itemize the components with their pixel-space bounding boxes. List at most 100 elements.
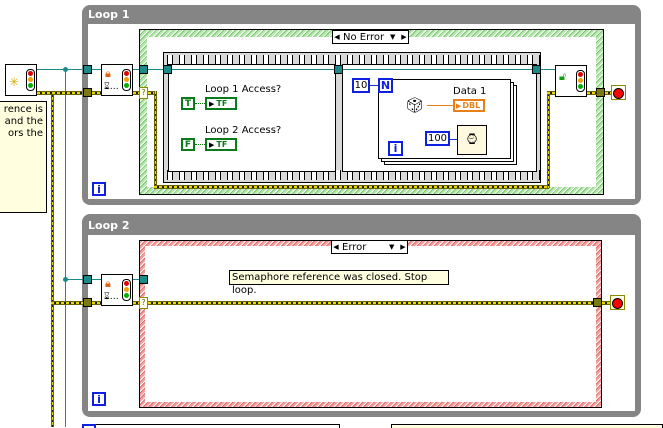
new-reference-icon: ✳ — [9, 75, 20, 89]
loop-1-title: Loop 1 — [88, 8, 130, 21]
error-tunnel-case1-out — [596, 88, 605, 97]
error-wire-from-create — [37, 91, 85, 95]
release-semaphore-subvi[interactable]: 🔓︎ — [555, 65, 587, 97]
error-wire-case1-e — [547, 91, 557, 95]
case-selector-loop1[interactable]: ◀ No Error ▼ ▶ — [332, 30, 409, 44]
bool-wire-1 — [195, 103, 205, 104]
error-wire-vertical — [51, 92, 54, 427]
indicator-type: DBL — [462, 101, 481, 110]
stop-terminal-loop2[interactable] — [610, 295, 625, 310]
refnum-tunnel-seq-out — [532, 65, 541, 74]
refnum-tunnel-loop2-in — [83, 275, 92, 284]
loop2-access-label: Loop 2 Access? — [205, 125, 282, 136]
error-wire-through-case2 — [148, 301, 594, 305]
refnum-wire-acquire-out — [133, 69, 143, 70]
error-wire-acquire2-out — [133, 301, 143, 305]
traffic-light-icon — [122, 279, 131, 301]
increment-case-arrow[interactable]: ▶ — [401, 33, 407, 41]
film-strip-top — [164, 55, 540, 65]
for-loop-iteration-terminal: i — [388, 141, 403, 156]
random-number-icon: 🎲︎ — [405, 96, 425, 114]
refnum-wire-vertical — [65, 69, 66, 427]
wait-wire — [450, 139, 457, 140]
refnum-tunnel-seq-in — [163, 65, 172, 74]
hourglass-icon: ⌛︎… — [104, 82, 119, 92]
loop2-access-indicator[interactable]: ▶TF — [205, 138, 237, 151]
case-selector-label: No Error — [343, 31, 385, 43]
loop-count-constant[interactable]: 10 — [352, 78, 370, 93]
bottom-partial-comment — [391, 424, 663, 428]
data1-label: Data 1 — [453, 86, 487, 97]
refnum-wire-from-create — [37, 69, 85, 70]
loop1-access-indicator[interactable]: ▶TF — [205, 97, 237, 110]
error-tunnel-loop2-in — [83, 298, 92, 307]
increment-case-arrow[interactable]: ▶ — [400, 243, 406, 251]
error-wire-case1-c — [154, 185, 549, 189]
comment-line: and the — [4, 116, 43, 127]
error-message-comment: Semaphore reference was closed. Stop loo… — [229, 270, 449, 296]
wait-ms-constant[interactable]: 100 — [425, 131, 450, 146]
bool-wire-2 — [195, 144, 205, 145]
chevron-down-icon[interactable]: ▼ — [390, 33, 396, 41]
case-selector-loop2[interactable]: ◀ Error ▼ ▶ — [331, 240, 408, 254]
decrement-case-arrow[interactable]: ◀ — [333, 243, 339, 251]
error-wire-case1-d — [547, 91, 550, 188]
count-terminal: N — [378, 78, 393, 93]
error-wire-release-out — [587, 91, 597, 95]
comment-line: ors the — [7, 128, 43, 139]
indicator-type: TF — [216, 99, 228, 108]
loop-2-title: Loop 2 — [88, 219, 130, 232]
create-semaphore-subvi[interactable]: ✳ — [5, 64, 37, 96]
lock-icon: 🔒︎ — [105, 67, 111, 80]
error-wire-to-stop2 — [602, 301, 612, 305]
decrement-case-arrow[interactable]: ◀ — [334, 33, 340, 41]
loop1-access-label: Loop 1 Access? — [205, 84, 282, 95]
random-wire — [427, 105, 453, 106]
unlock-icon: 🔓︎ — [559, 70, 567, 83]
refnum-tunnel-loop1-in — [83, 65, 92, 74]
refnum-wire-loop2 — [92, 279, 102, 280]
refnum-wire-through-sequence — [148, 69, 557, 70]
true-constant[interactable]: T — [181, 97, 195, 110]
acquire-semaphore-subvi-loop1[interactable]: 🔒︎ ⌛︎… — [101, 64, 133, 96]
acquire-semaphore-subvi-loop2[interactable]: 🔒︎ ⌛︎… — [101, 274, 133, 306]
chevron-down-icon[interactable]: ▼ — [389, 243, 395, 251]
error-wire-to-loop2 — [51, 301, 85, 305]
indicator-type: TF — [216, 140, 228, 149]
error-wire-to-stop1 — [605, 91, 613, 95]
error-tunnel-loop1-in — [83, 88, 92, 97]
loop1-iteration-terminal: i — [92, 182, 106, 196]
error-tunnel-case1: ? — [139, 87, 148, 99]
false-constant[interactable]: F — [181, 138, 195, 151]
error-tunnel-case2: ? — [139, 297, 148, 309]
bottom-partial-terminal — [82, 424, 96, 428]
count-wire — [370, 85, 378, 86]
traffic-light-icon — [576, 70, 585, 92]
error-wire-acquire-out — [133, 91, 143, 95]
stop-terminal-loop1[interactable] — [611, 85, 626, 100]
left-comment: rence is and the ors the — [0, 101, 47, 213]
case-structure-loop2 — [139, 240, 602, 408]
loop2-iteration-terminal: i — [92, 392, 106, 406]
wire-junction — [63, 277, 68, 282]
error-wire-loop1-in — [92, 91, 102, 95]
error-wire-case1-b — [154, 91, 157, 187]
refnum-wire-loop1 — [92, 69, 102, 70]
traffic-light-icon — [122, 69, 131, 91]
comment-line: rence is — [3, 104, 43, 115]
hourglass-icon: ⌛︎… — [104, 292, 119, 302]
bottom-partial-structure — [82, 424, 340, 428]
sequence-frame-1 — [168, 64, 336, 172]
data1-indicator[interactable]: ▶DBL — [453, 99, 485, 112]
case-selector-label: Error — [342, 241, 367, 253]
refnum-wire-acquire2-out — [133, 279, 143, 280]
watch-icon: ⌚︎ — [463, 130, 480, 149]
lock-icon: 🔒︎ — [105, 277, 111, 290]
refnum-tunnel-case1 — [139, 65, 148, 74]
wire-junction — [63, 67, 68, 72]
refnum-wire-to-loop2 — [65, 279, 85, 280]
stop-icon — [613, 88, 624, 99]
error-wire-case1-a — [148, 91, 156, 95]
error-wire-loop2-in — [92, 301, 102, 305]
wait-ms-function[interactable]: ⌚︎ — [457, 125, 487, 155]
